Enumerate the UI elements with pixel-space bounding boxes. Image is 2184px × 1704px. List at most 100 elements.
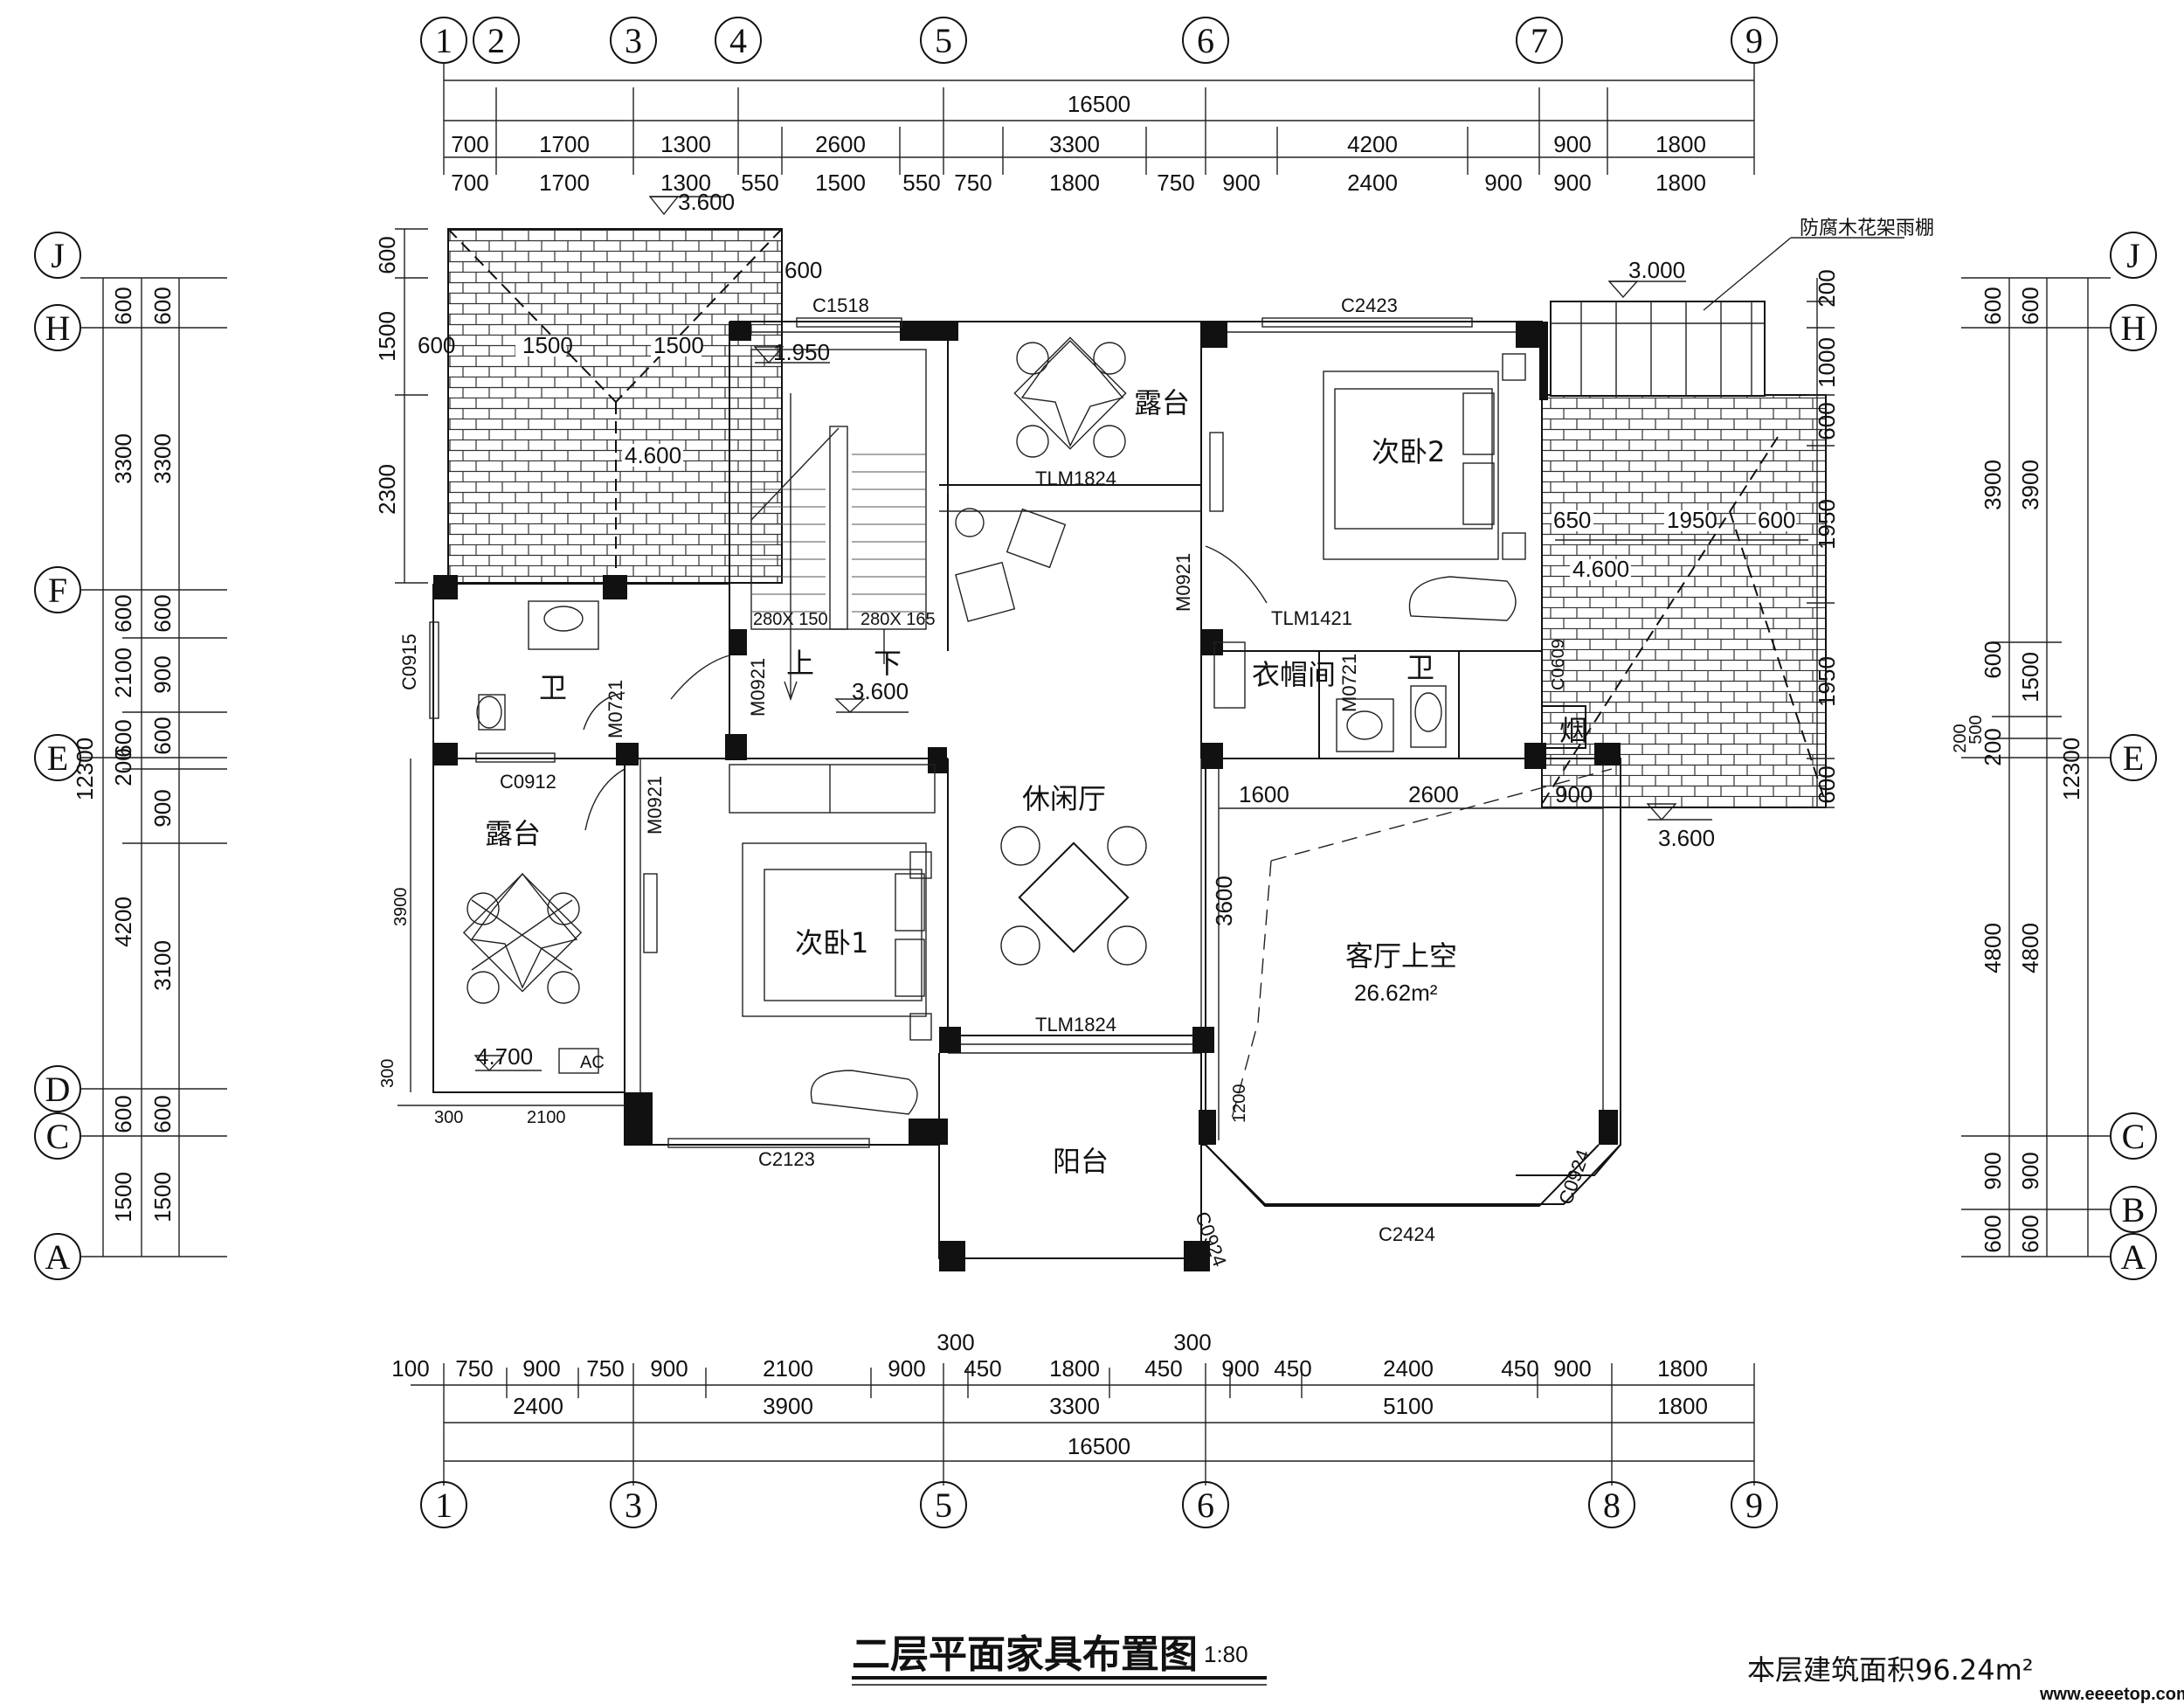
dim-text: 700	[451, 170, 488, 196]
dim-text: 600	[1814, 765, 1840, 803]
axis-bubble: H	[34, 304, 81, 351]
room-name-lounge: 休闲厅	[1022, 782, 1106, 815]
void-dims: 1600 2600 900 3600	[1211, 781, 1603, 926]
drawing-scale: 1:80	[1204, 1641, 1248, 1667]
axis-bubble: 7	[1516, 17, 1563, 64]
dim-text: 4800	[2017, 923, 2043, 973]
axis-label: 3	[625, 1486, 642, 1525]
axis-label: F	[48, 571, 67, 610]
dim-text: 600	[149, 1095, 176, 1133]
axis-bubble: 5	[920, 1481, 967, 1528]
axis-bubble: 9	[1731, 17, 1778, 64]
axis-bubble: 6	[1182, 1481, 1229, 1528]
elevation-text: 3.600	[852, 678, 909, 704]
axis-label: 4	[729, 21, 747, 60]
dim-text: 600	[110, 1095, 136, 1133]
dim-text: 200	[1980, 728, 2006, 765]
dim-text: 700	[451, 131, 488, 157]
axis-label: 9	[1745, 1486, 1763, 1525]
bottom-dim-texts: 100 750 900 750 900 2100 900 450 1800 45…	[391, 1329, 1708, 1459]
dim-text: 750	[455, 1355, 493, 1382]
dim-text: 1200	[1230, 1084, 1249, 1124]
window-label: C0915	[398, 634, 420, 690]
dim-text: 900	[1221, 1355, 1259, 1382]
axis-bubble: 3	[610, 1481, 657, 1528]
axis-bubble: E	[34, 734, 81, 781]
terrace-left-dims: 3900 300 300 2100 4.700	[378, 758, 625, 1127]
axis-label: B	[2122, 1190, 2146, 1230]
toilet-icon	[1410, 685, 1447, 748]
chaise-icon	[810, 576, 1517, 1115]
dim-text: 750	[586, 1355, 624, 1382]
dim-text: 1000	[1814, 337, 1840, 388]
dim-text: 550	[902, 170, 940, 196]
dim-text: 450	[1501, 1355, 1538, 1382]
dim-text: 1800	[1049, 1355, 1100, 1382]
room-name-bedroom1: 次卧1	[795, 926, 868, 959]
armchair-icon	[955, 508, 1067, 622]
desk-icon	[643, 873, 658, 953]
axis-label: H	[2121, 308, 2146, 348]
dim-text: 1950	[1814, 499, 1840, 550]
axis-label: J	[2126, 236, 2140, 275]
dim-text: 900	[650, 1355, 688, 1382]
room-name-wc2: 卫	[1406, 651, 1434, 684]
dim-text: 600	[110, 287, 136, 324]
axis-bubble: 8	[1588, 1481, 1635, 1528]
dim-text: 900	[2017, 1152, 2043, 1189]
dim-text: 600	[110, 594, 136, 632]
dim-text: 1300	[660, 170, 711, 196]
axis-label: A	[2121, 1237, 2146, 1277]
dim-text: 3900	[391, 888, 411, 927]
room-name-chimney: 烟	[1559, 714, 1587, 747]
elevation-mark-right: 3.600	[1646, 803, 1715, 851]
axis-bubble: J	[34, 232, 81, 279]
dim-text: 12300	[2058, 738, 2084, 800]
axis-label: 1	[435, 1486, 453, 1525]
dim-text: 2600	[1408, 781, 1459, 807]
axis-label: 3	[625, 21, 642, 60]
dim-text: 450	[1144, 1355, 1182, 1382]
dim-text: 500	[1966, 715, 1986, 744]
dim-text: 600	[374, 236, 400, 274]
dim-text: 3300	[1049, 131, 1100, 157]
dim-text: 3900	[763, 1393, 813, 1419]
axis-bubble: E	[2110, 734, 2157, 781]
dim-text: 16500	[1068, 91, 1130, 117]
dim-text: 1600	[1239, 781, 1289, 807]
ac-icon: AC	[558, 1048, 605, 1074]
dim-text: 4200	[1347, 131, 1398, 157]
room-name-bedroom2: 次卧2	[1372, 435, 1445, 468]
area-note: 本层建筑面积96.24m²	[1747, 1653, 2034, 1687]
dim-text: 100	[391, 1355, 429, 1382]
roof-dim: 650	[1553, 507, 1591, 533]
elevation-text: 3.600	[678, 189, 735, 215]
dim-text: 1500	[374, 311, 400, 362]
dim-text: 450	[964, 1355, 1001, 1382]
window-label: C0609	[1549, 639, 1568, 690]
dim-text: 1700	[539, 131, 590, 157]
door-label: M0921	[644, 776, 666, 835]
dim-text: 2300	[374, 464, 400, 515]
axis-bubble: B	[2110, 1186, 2157, 1233]
left-dim-texts: 600 3300 600 2100 600 200 4200 600 1500 …	[72, 287, 176, 1223]
axis-label: 9	[1745, 21, 1763, 60]
stair-spec: 280X 165	[860, 610, 936, 629]
axis-label: 6	[1197, 1486, 1214, 1525]
wall-columns	[433, 322, 1621, 1271]
dim-text: 1500	[110, 1172, 136, 1223]
right-dim-texts: 600 3900 600 200 4800 900 600 600 3900 1…	[1951, 287, 2084, 1252]
dim-text: 900	[149, 655, 176, 693]
dim-text: 450	[1274, 1355, 1311, 1382]
top-axis-bubbles: 1 2 3 4 5 6 7 9	[420, 17, 1778, 64]
dim-text: 200	[1951, 724, 1970, 752]
door-label: TLM1824	[1035, 468, 1116, 489]
dim-text: 12300	[72, 738, 98, 800]
axis-bubble: 4	[715, 17, 762, 64]
dim-text: 1800	[1657, 1393, 1708, 1419]
dim-text: 4800	[1980, 923, 2006, 973]
dim-text: 600	[149, 287, 176, 324]
room-labels: 卫 露台 次卧1 露台 休闲厅 阳台 次卧2 衣帽间 卫 烟 客厅上空 26.6…	[485, 386, 1587, 1178]
dim-text: 900	[1553, 131, 1591, 157]
